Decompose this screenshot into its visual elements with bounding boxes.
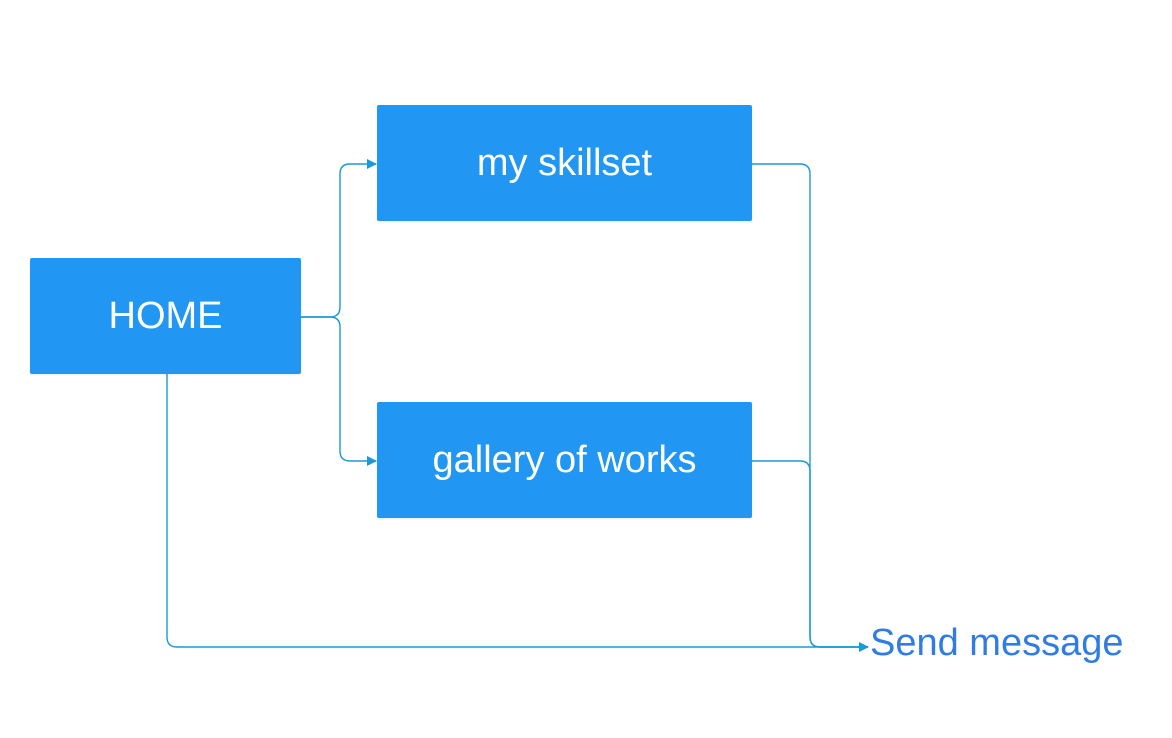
skillset-node[interactable]: my skillset xyxy=(377,105,752,221)
home-node[interactable]: HOME xyxy=(30,258,301,374)
connector-gallery-to-send-message xyxy=(752,460,868,648)
skillset-node-label: my skillset xyxy=(476,141,653,184)
gallery-node[interactable]: gallery of works xyxy=(377,402,752,518)
connector-home-to-send-message xyxy=(166,374,869,652)
send-message-link[interactable]: Send message xyxy=(870,622,1124,664)
connector-home-to-gallery xyxy=(301,316,377,466)
home-node-label: HOME xyxy=(108,294,223,337)
connector-home-to-skillset xyxy=(301,159,377,318)
gallery-node-label: gallery of works xyxy=(432,438,697,481)
